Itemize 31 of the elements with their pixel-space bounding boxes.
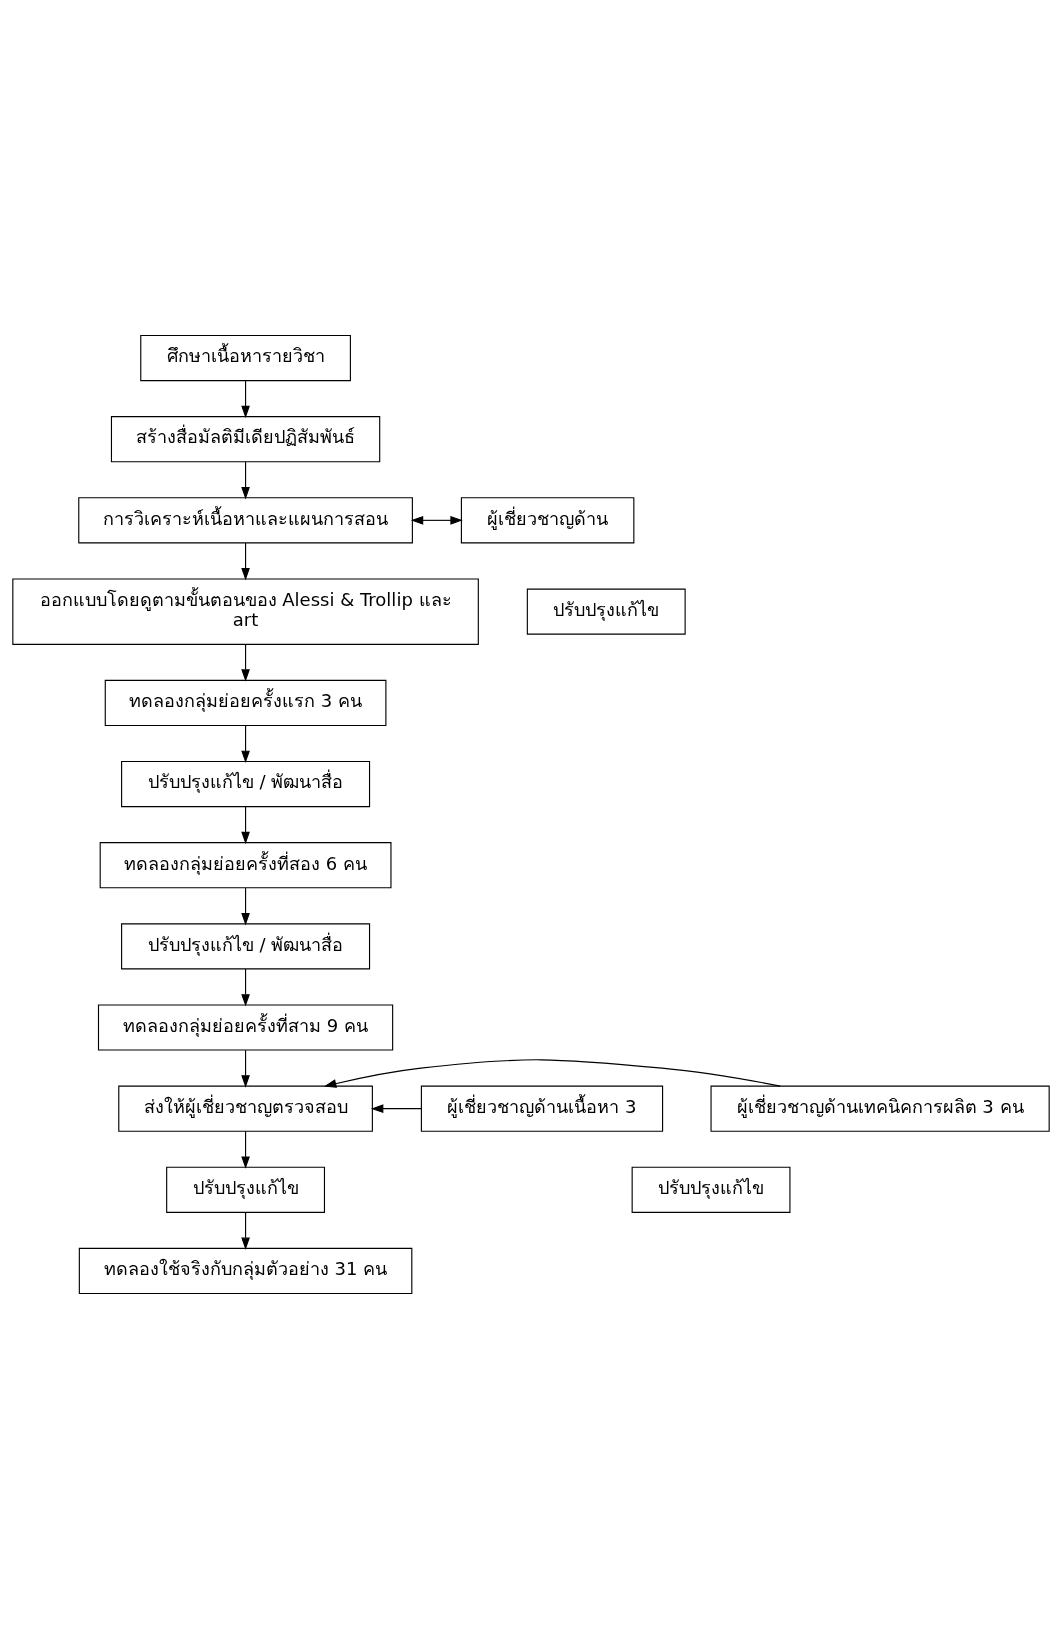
arrow (241, 805, 250, 844)
arrow (241, 1211, 250, 1250)
node-box: ทดลองกลุ่มย่อยครั้งที่สอง 6 คน (99, 841, 392, 888)
arrow (241, 724, 250, 763)
arrow (241, 1049, 250, 1088)
arrow (241, 541, 250, 580)
node-box: การวิเคราะห์เนื้อหาและแผนการสอน (78, 496, 413, 543)
arrow (370, 1103, 422, 1113)
node-box: ศึกษาเนื้อหารายวิชา (140, 334, 351, 381)
node-box: ปรับปรุงแก้ไข / พัฒนาสื่อ (121, 760, 371, 807)
node-box: ผู้เชี่ยวชาญด้านเนื้อหา 3 (420, 1085, 664, 1132)
node-box: ปรับปรุงแก้ไข (631, 1166, 791, 1213)
arrow (241, 379, 250, 418)
arrow (241, 460, 250, 499)
arrow (241, 968, 250, 1007)
node-box: ปรับปรุงแก้ไข / พัฒนาสื่อ (121, 922, 371, 969)
node-box: ออกแบบโดยดูตามขั้นตอนของ Alessi & Trollip และ art (12, 577, 479, 645)
node-box: ส่งให้ผู้เชี่ยวชาญตรวจสอบ (118, 1085, 373, 1132)
node-box: ผู้เชี่ยวชาญด้านเทคนิคการผลิต 3 คน (710, 1085, 1050, 1132)
node-box: สร้างสื่อมัลติมีเดียปฏิสัมพันธ์ (110, 415, 381, 462)
arrow (323, 1058, 781, 1088)
node-box: ทดลองใช้จริงกับกลุ่มตัวอย่าง 31 คน (78, 1247, 413, 1294)
node-box: ผู้เชี่ยวชาญด้าน (460, 496, 635, 543)
arrow (241, 1130, 250, 1169)
node-box: ปรับปรุงแก้ไข (166, 1166, 326, 1213)
arrow (241, 886, 250, 925)
node-box: ปรับปรุงแก้ไข (526, 588, 686, 635)
arrow (241, 643, 250, 682)
arrow (410, 515, 463, 525)
node-box: ทดลองกลุ่มย่อยครั้งที่สาม 9 คน (97, 1003, 394, 1051)
node-box: ทดลองกลุ่มย่อยครั้งแรก 3 คน (104, 679, 387, 726)
